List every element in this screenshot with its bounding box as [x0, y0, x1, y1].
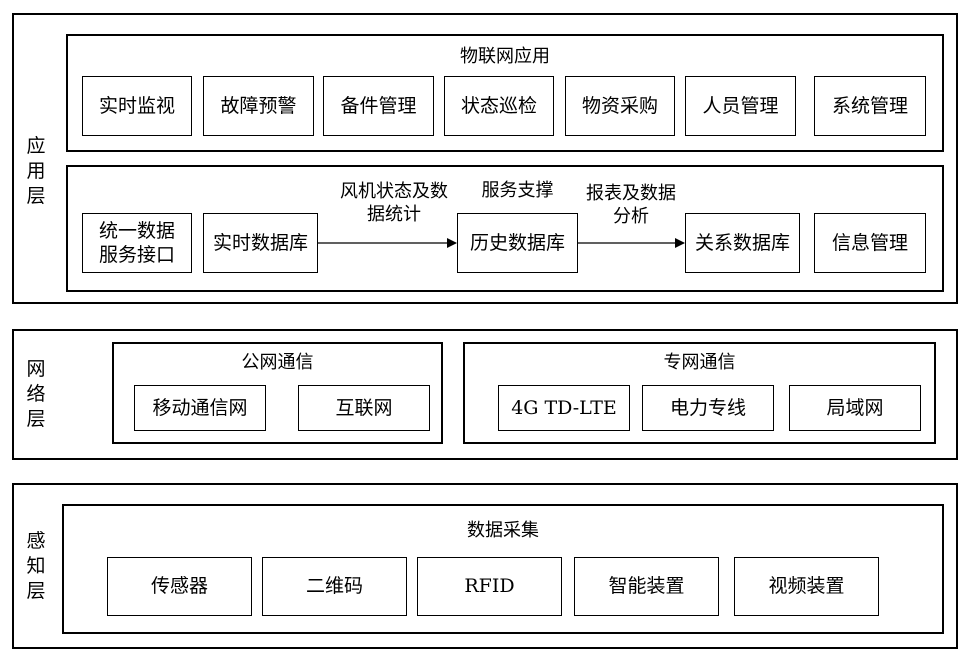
arrow1-label: 风机状态及数据统计 [335, 180, 453, 226]
mobile-network: 移动通信网 [134, 385, 266, 431]
arrow2-label: 报表及数据分析 [582, 182, 680, 228]
perception-layer-label: 感知层 [26, 530, 46, 602]
relational-database: 关系数据库 [685, 213, 800, 273]
app-item-realtime-monitor: 实时监视 [82, 76, 192, 136]
app-item-personnel: 人员管理 [685, 76, 796, 136]
local-area-network: 局域网 [789, 385, 921, 431]
app-item-status-inspection: 状态巡检 [444, 76, 554, 136]
app-item-material-purchase: 物资采购 [565, 76, 675, 136]
smart-device: 智能装置 [574, 557, 719, 616]
unified-data-interface-label: 统一数据服务接口 [98, 220, 175, 266]
arrow1-label-text: 风机状态及数据统计 [340, 181, 448, 225]
information-management: 信息管理 [814, 213, 926, 273]
app-item-spare-parts: 备件管理 [323, 76, 434, 136]
rfid: RFID [417, 557, 562, 616]
app-item-system: 系统管理 [814, 76, 926, 136]
arrow2-label-text: 报表及数据分析 [586, 183, 676, 227]
app-item-fault-warning: 故障预警 [203, 76, 314, 136]
qr-code: 二维码 [262, 557, 407, 616]
data-collection-title: 数据采集 [467, 520, 539, 541]
history-database: 历史数据库 [457, 213, 578, 273]
public-network-title: 公网通信 [241, 352, 314, 373]
private-network-title: 专网通信 [663, 352, 736, 373]
service-support-label: 服务支撑 [481, 180, 554, 201]
iot-application-title: 物联网应用 [460, 46, 550, 67]
internet: 互联网 [298, 385, 430, 431]
network-layer-label: 网络层 [26, 358, 46, 430]
td-lte-network: 4G TD-LTE [498, 385, 630, 431]
unified-data-interface: 统一数据服务接口 [82, 213, 192, 273]
power-private-line: 电力专线 [642, 385, 774, 431]
video-device: 视频装置 [734, 557, 879, 616]
sensor: 传感器 [107, 557, 252, 616]
application-layer-label: 应用层 [26, 135, 46, 207]
realtime-database: 实时数据库 [203, 213, 318, 273]
